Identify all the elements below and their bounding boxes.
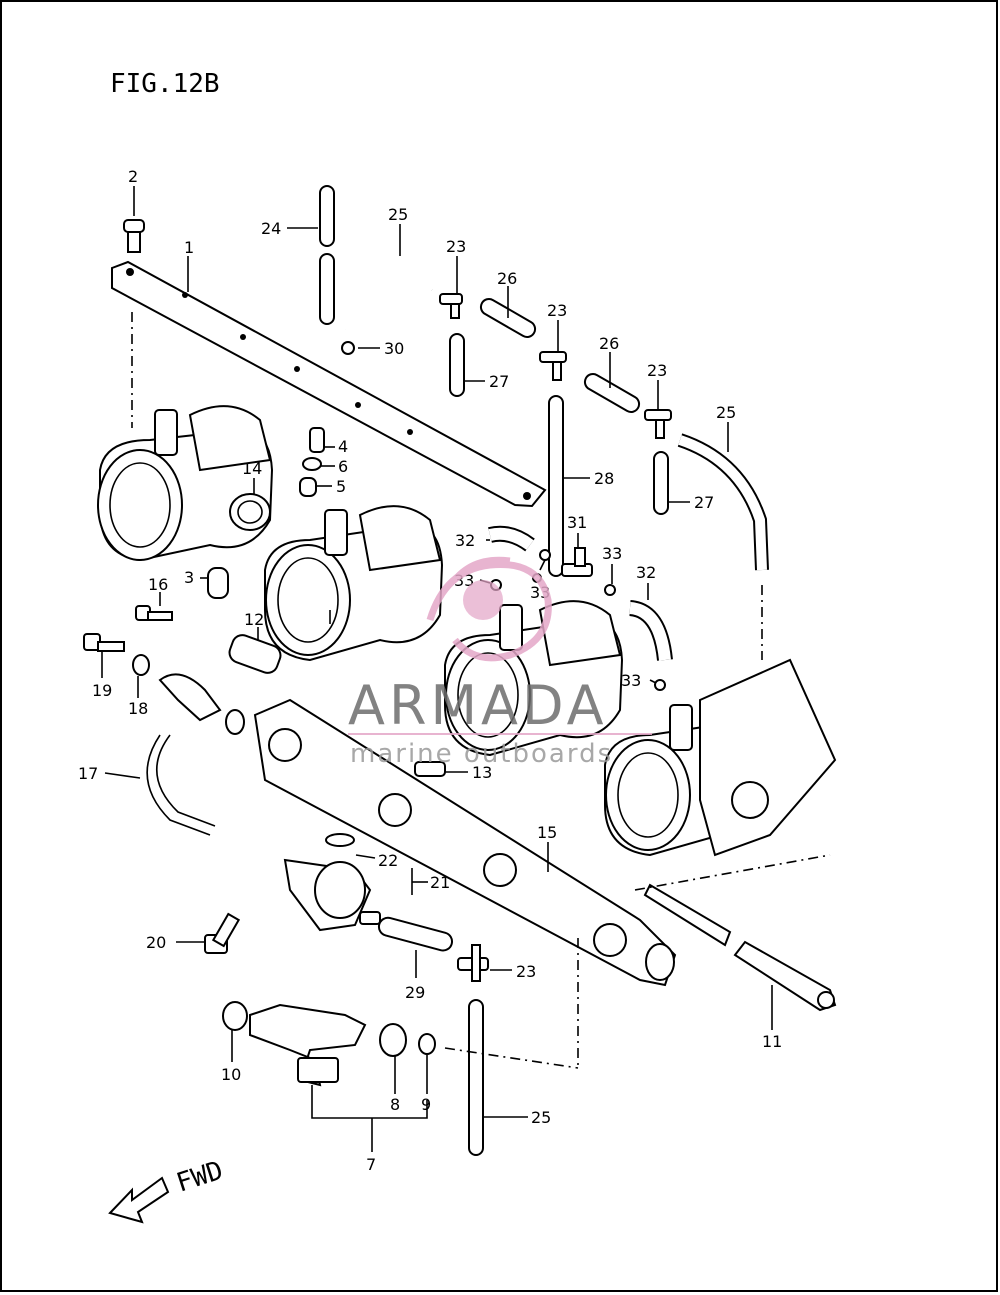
part-25-hose-b xyxy=(677,433,769,571)
part-33-clip-a xyxy=(539,549,551,561)
part-17-pipe xyxy=(146,673,245,836)
callout-27-b: 27 xyxy=(694,493,714,512)
callout-27-a: 27 xyxy=(489,372,509,391)
part-28-hose xyxy=(548,395,564,577)
part-18-washer xyxy=(132,654,150,676)
part-21-regulator xyxy=(283,858,381,932)
callout-33-d: 33 xyxy=(621,671,641,690)
part-7-injector xyxy=(249,1003,367,1087)
fwd-label: FWD xyxy=(173,1156,227,1199)
part-3-spring xyxy=(207,567,229,599)
callout-18: 18 xyxy=(128,699,148,718)
armada-logo-icon xyxy=(426,556,552,662)
part-22-oring xyxy=(325,833,355,847)
callout-23-a: 23 xyxy=(446,237,466,256)
fwd-indicator: FWD xyxy=(108,1156,227,1224)
callout-1: 1 xyxy=(184,238,194,257)
part-11-shaft xyxy=(643,883,837,1012)
callout-26-b: 26 xyxy=(599,334,619,353)
part-23-joint-c xyxy=(644,409,672,439)
part-25-hose-a xyxy=(340,250,436,331)
throttle-body-1 xyxy=(97,405,274,562)
part-23-joint-d xyxy=(457,944,489,982)
part-15-fuel-rail xyxy=(253,698,677,987)
part-20-bolt xyxy=(204,912,241,954)
part-33-clip-c xyxy=(604,584,616,596)
callout-30: 30 xyxy=(384,339,404,358)
part-26-hose-b xyxy=(583,373,641,413)
callout-3: 3 xyxy=(184,568,194,587)
part-27-hose-a xyxy=(449,333,465,397)
callout-25-c: 25 xyxy=(531,1108,551,1127)
callout-23-d: 23 xyxy=(516,962,536,981)
part-32-hose-b xyxy=(628,600,673,661)
fwd-arrow-icon xyxy=(108,1176,170,1224)
callout-14: 14 xyxy=(242,459,262,478)
part-27-hose-b xyxy=(653,451,669,515)
watermark-brand: ARMADA xyxy=(348,674,608,737)
callout-25-b: 25 xyxy=(716,403,736,422)
callout-5: 5 xyxy=(336,477,346,496)
part-16-bolt xyxy=(135,605,173,621)
part-1-bracket xyxy=(111,260,547,508)
callout-33-c: 33 xyxy=(602,544,622,563)
callout-32-b: 32 xyxy=(636,563,656,582)
part-29-hose xyxy=(377,916,454,952)
part-24-hose xyxy=(319,185,335,325)
callout-9: 9 xyxy=(421,1095,431,1114)
part-9-oring xyxy=(418,1033,436,1055)
callout-28: 28 xyxy=(594,469,614,488)
callout-19: 19 xyxy=(92,681,112,700)
callout-23-b: 23 xyxy=(547,301,567,320)
part-14-spring xyxy=(229,493,271,531)
callout-22: 22 xyxy=(378,851,398,870)
callout-21: 21 xyxy=(430,873,450,892)
callout-12: 12 xyxy=(244,610,264,629)
callout-23-c: 23 xyxy=(647,361,667,380)
callout-6: 6 xyxy=(338,457,348,476)
callout-15: 15 xyxy=(537,823,557,842)
callout-8: 8 xyxy=(390,1095,400,1114)
callout-13: 13 xyxy=(472,763,492,782)
throttle-body-4 xyxy=(604,658,837,857)
callout-17: 17 xyxy=(78,764,98,783)
callout-16: 16 xyxy=(148,575,168,594)
callout-24: 24 xyxy=(261,219,281,238)
callout-2: 2 xyxy=(128,167,138,186)
callout-11: 11 xyxy=(762,1032,782,1051)
watermark-tagline: marine outboards xyxy=(350,739,613,769)
throttle-body-3 xyxy=(444,600,624,757)
part-5-spring xyxy=(299,477,317,497)
part-31-joint xyxy=(561,547,593,577)
callout-4: 4 xyxy=(338,437,348,456)
callout-26-a: 26 xyxy=(497,269,517,288)
part-8-cushion xyxy=(379,1023,407,1057)
part-12-collar xyxy=(228,634,282,674)
throttle-body-2 xyxy=(264,505,444,662)
callout-20: 20 xyxy=(146,933,166,952)
callout-29: 29 xyxy=(405,983,425,1002)
watermark: ARMADA marine outboards xyxy=(348,556,652,769)
part-19-bolt xyxy=(83,633,125,652)
part-30-clip xyxy=(341,341,355,355)
callout-7: 7 xyxy=(366,1155,376,1174)
part-32-hose-a xyxy=(488,525,535,552)
part-2-bolt xyxy=(123,219,145,253)
part-6-washer xyxy=(302,457,322,471)
callout-10: 10 xyxy=(221,1065,241,1084)
figure-title: FIG.12B xyxy=(110,69,220,99)
part-23-joint-b xyxy=(539,351,567,381)
part-10-ring xyxy=(222,1001,248,1031)
part-4-screw xyxy=(309,427,325,453)
part-25-hose-c xyxy=(468,999,484,1156)
part-33-clip-d xyxy=(654,679,666,691)
part-13-bolt xyxy=(414,761,446,777)
callout-32-a: 32 xyxy=(455,531,475,550)
part-23-joint-a xyxy=(439,293,463,319)
callout-25-a: 25 xyxy=(388,205,408,224)
callout-31: 31 xyxy=(567,513,587,532)
